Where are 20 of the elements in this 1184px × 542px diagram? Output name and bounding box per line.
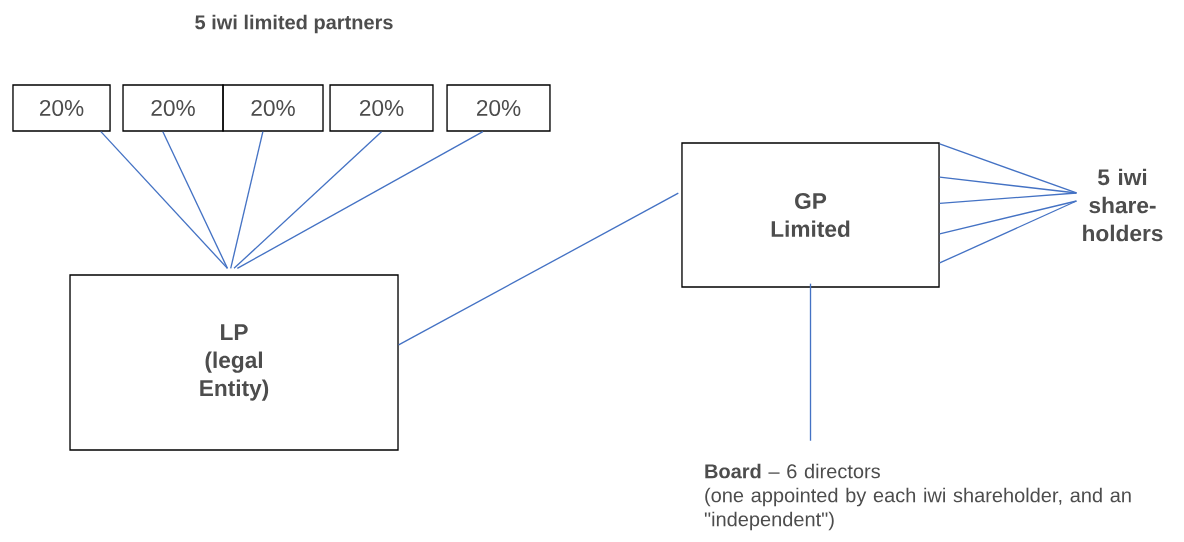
heading: 5 iwi limited partners (195, 14, 393, 34)
connector-line (939, 176, 1078, 194)
shareholders-label: 5 iwi share- holders (1083, 168, 1163, 242)
entity-box: LP (legal Entity) (69, 274, 399, 451)
board-note: Board – 6 directors (one appointed by each iwi shareholder, and an "independent") (704, 463, 1131, 531)
connector-line (230, 131, 264, 270)
entity-box: GP Limited (681, 142, 940, 288)
connector-line (939, 200, 1078, 264)
share-box: 20% (12, 84, 111, 132)
share-box: 20% (446, 84, 551, 132)
connector-line (100, 131, 229, 270)
share-box: 20% (329, 84, 434, 132)
share-box: 20% (222, 84, 324, 132)
connector-line (233, 131, 383, 270)
connector-line (162, 131, 229, 270)
connector-line (809, 283, 812, 442)
connector-line (236, 131, 484, 270)
connector-line (398, 192, 679, 346)
share-box: 20% (122, 84, 224, 132)
connector-line (939, 192, 1078, 205)
